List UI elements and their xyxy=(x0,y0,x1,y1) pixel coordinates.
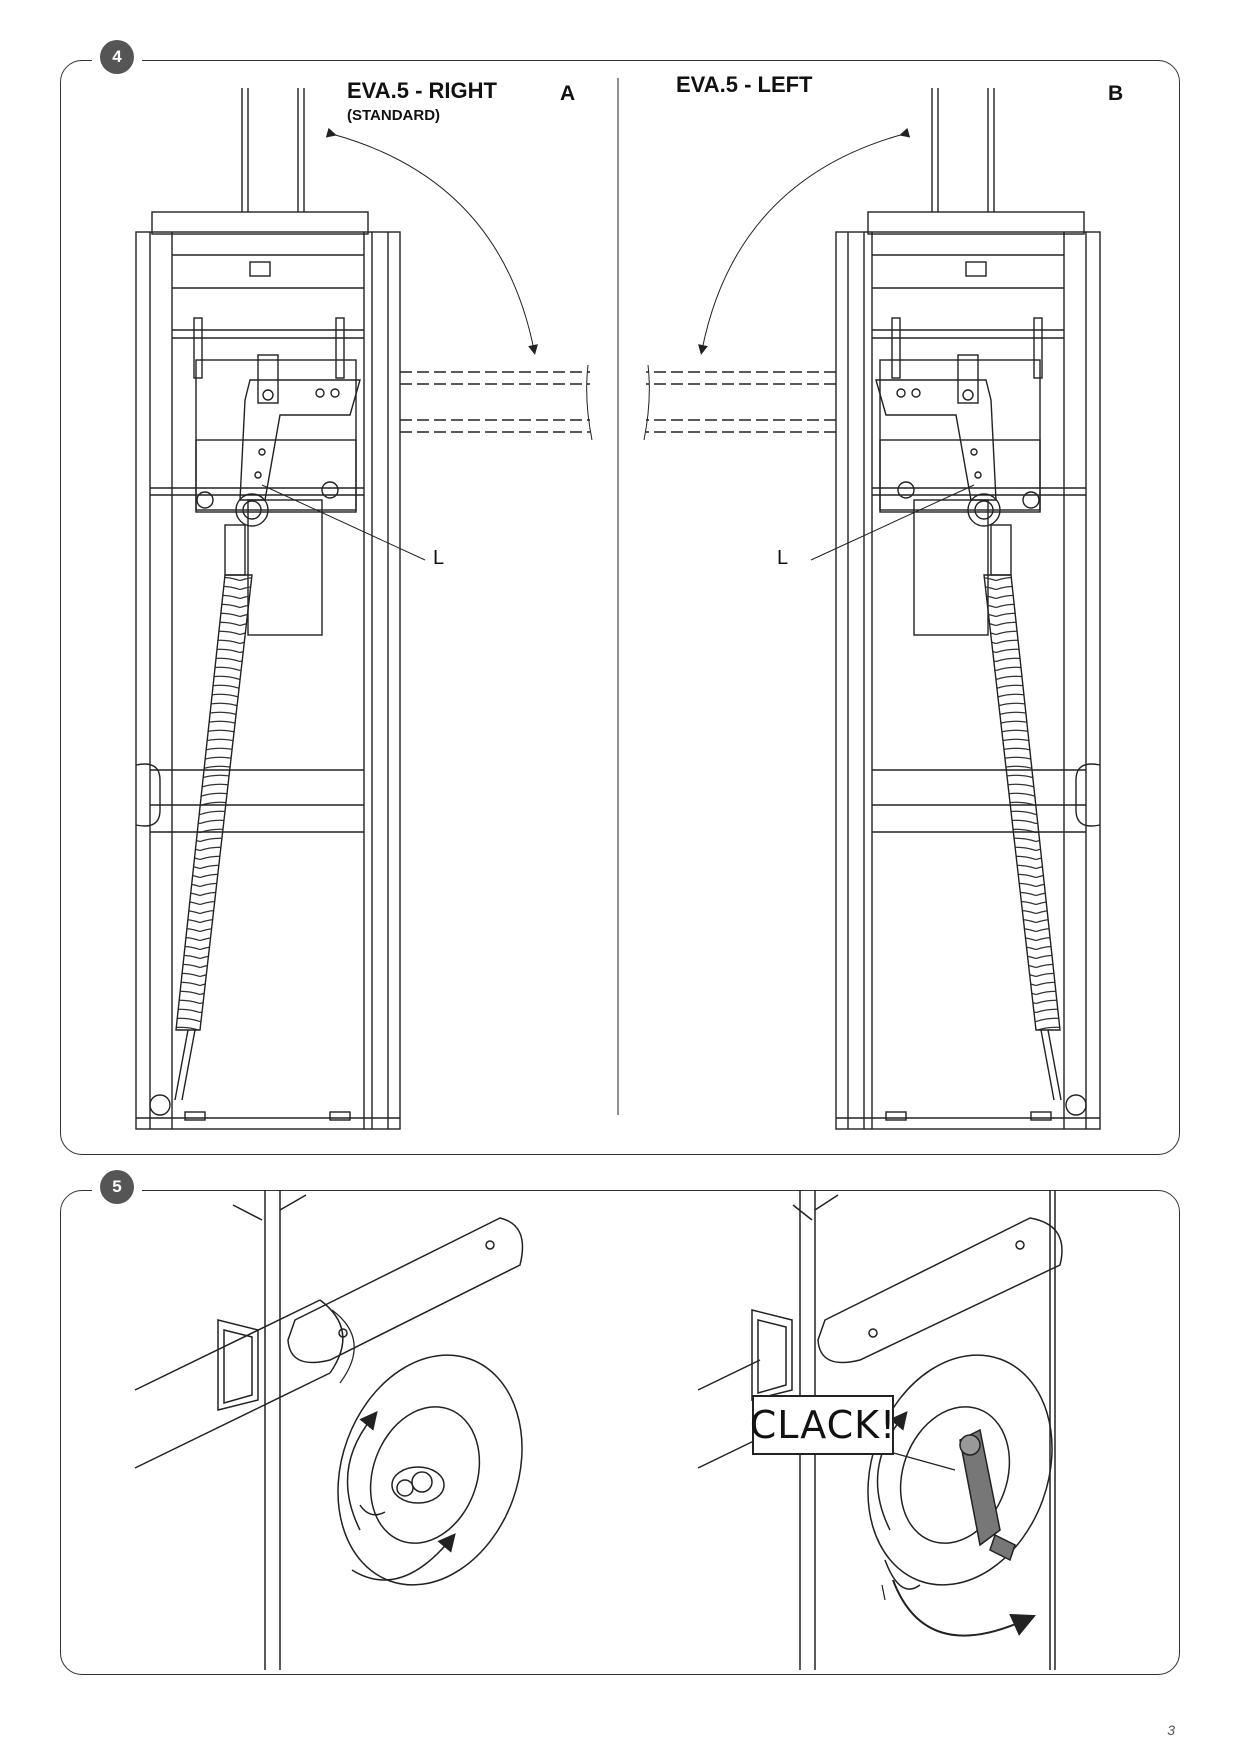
cabinet-b xyxy=(643,88,1101,1130)
right-letter: B xyxy=(1108,82,1124,105)
right-title: EVA.5 - LEFT xyxy=(676,72,813,97)
left-subtitle: (STANDARD) xyxy=(347,107,441,124)
release-locked xyxy=(134,1190,524,1670)
figure-5-panel xyxy=(60,1190,1180,1675)
barrier-drawing-fig4 xyxy=(135,78,1101,1130)
step-badge-4: 4 xyxy=(100,40,134,74)
release-drawing-fig5 xyxy=(134,1190,1063,1670)
page-number: 3 xyxy=(1167,1722,1175,1738)
callout-l-right: L xyxy=(777,547,789,569)
clack-label: CLACK! xyxy=(750,1395,895,1455)
left-title: EVA.5 - RIGHT xyxy=(347,78,497,103)
cabinet-a xyxy=(135,88,593,1130)
callout-l-left: L xyxy=(433,547,445,569)
step-badge-5: 5 xyxy=(100,1170,134,1204)
figure-4-panel xyxy=(60,60,1180,1155)
left-letter: A xyxy=(560,82,576,105)
